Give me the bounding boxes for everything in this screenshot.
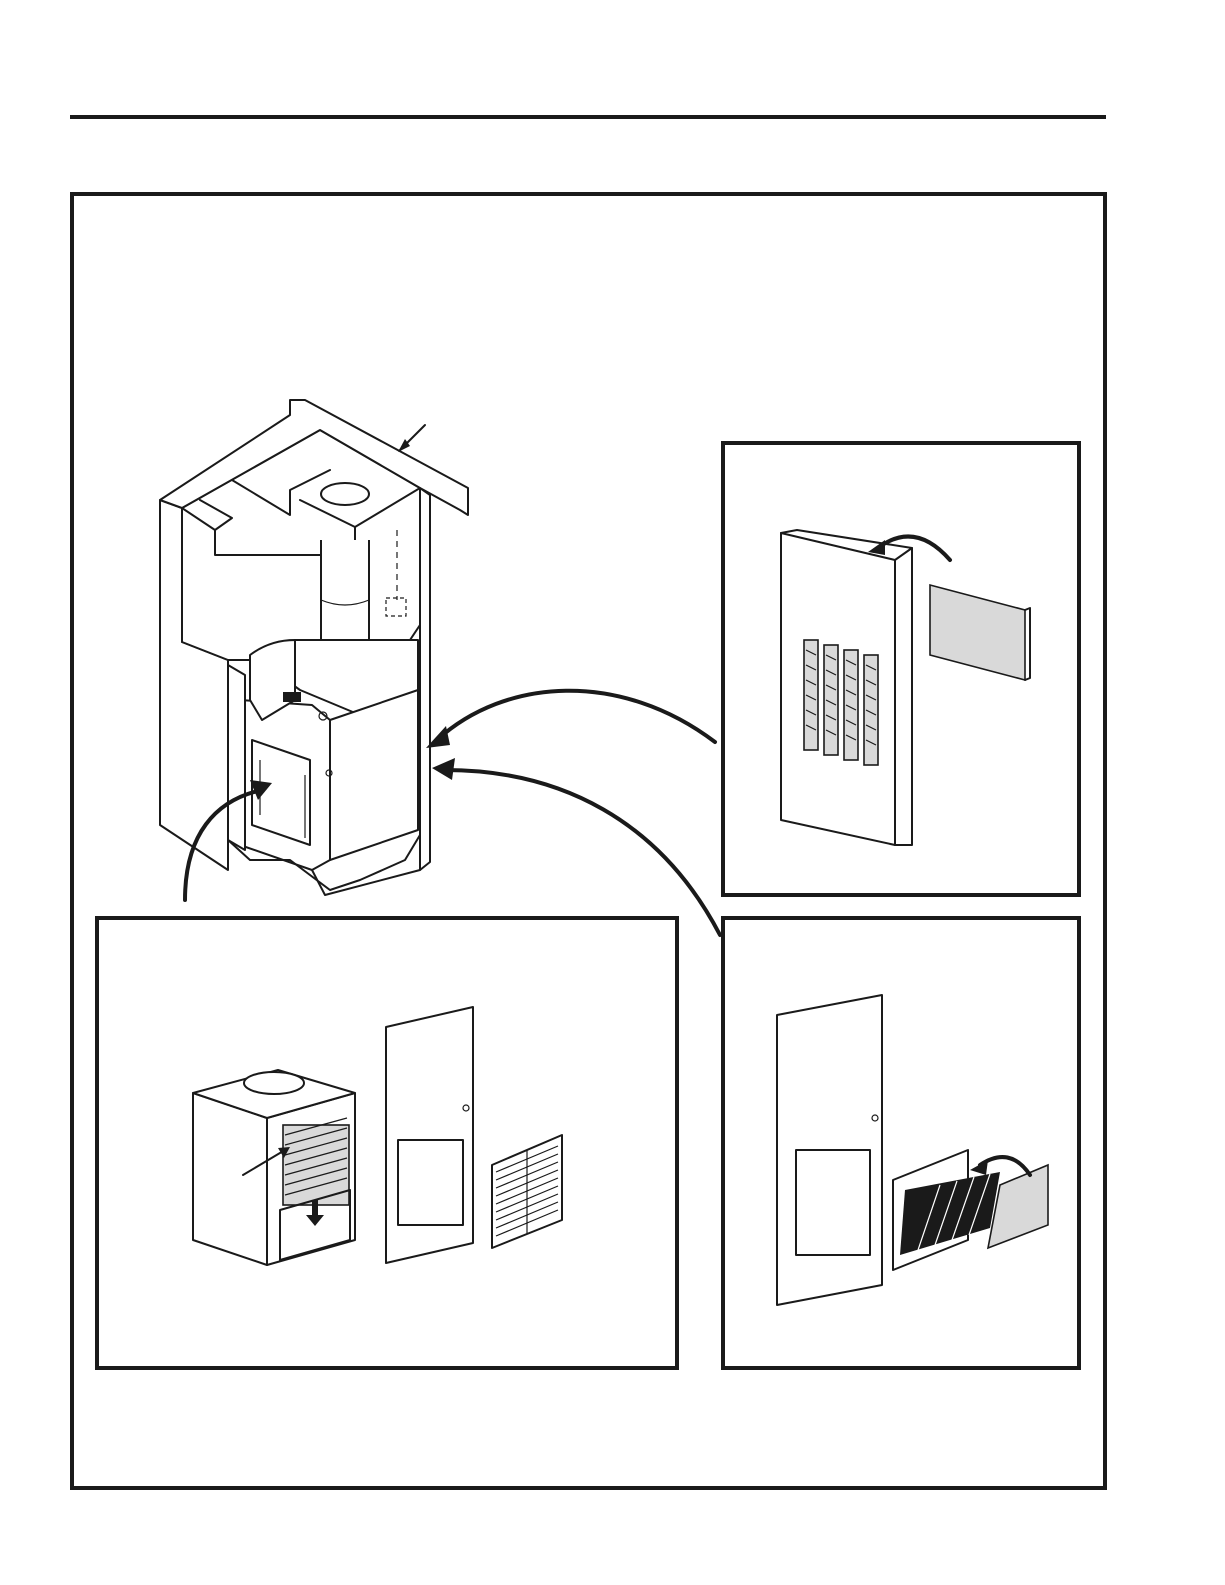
filter-swing-arrow (980, 1157, 1030, 1175)
